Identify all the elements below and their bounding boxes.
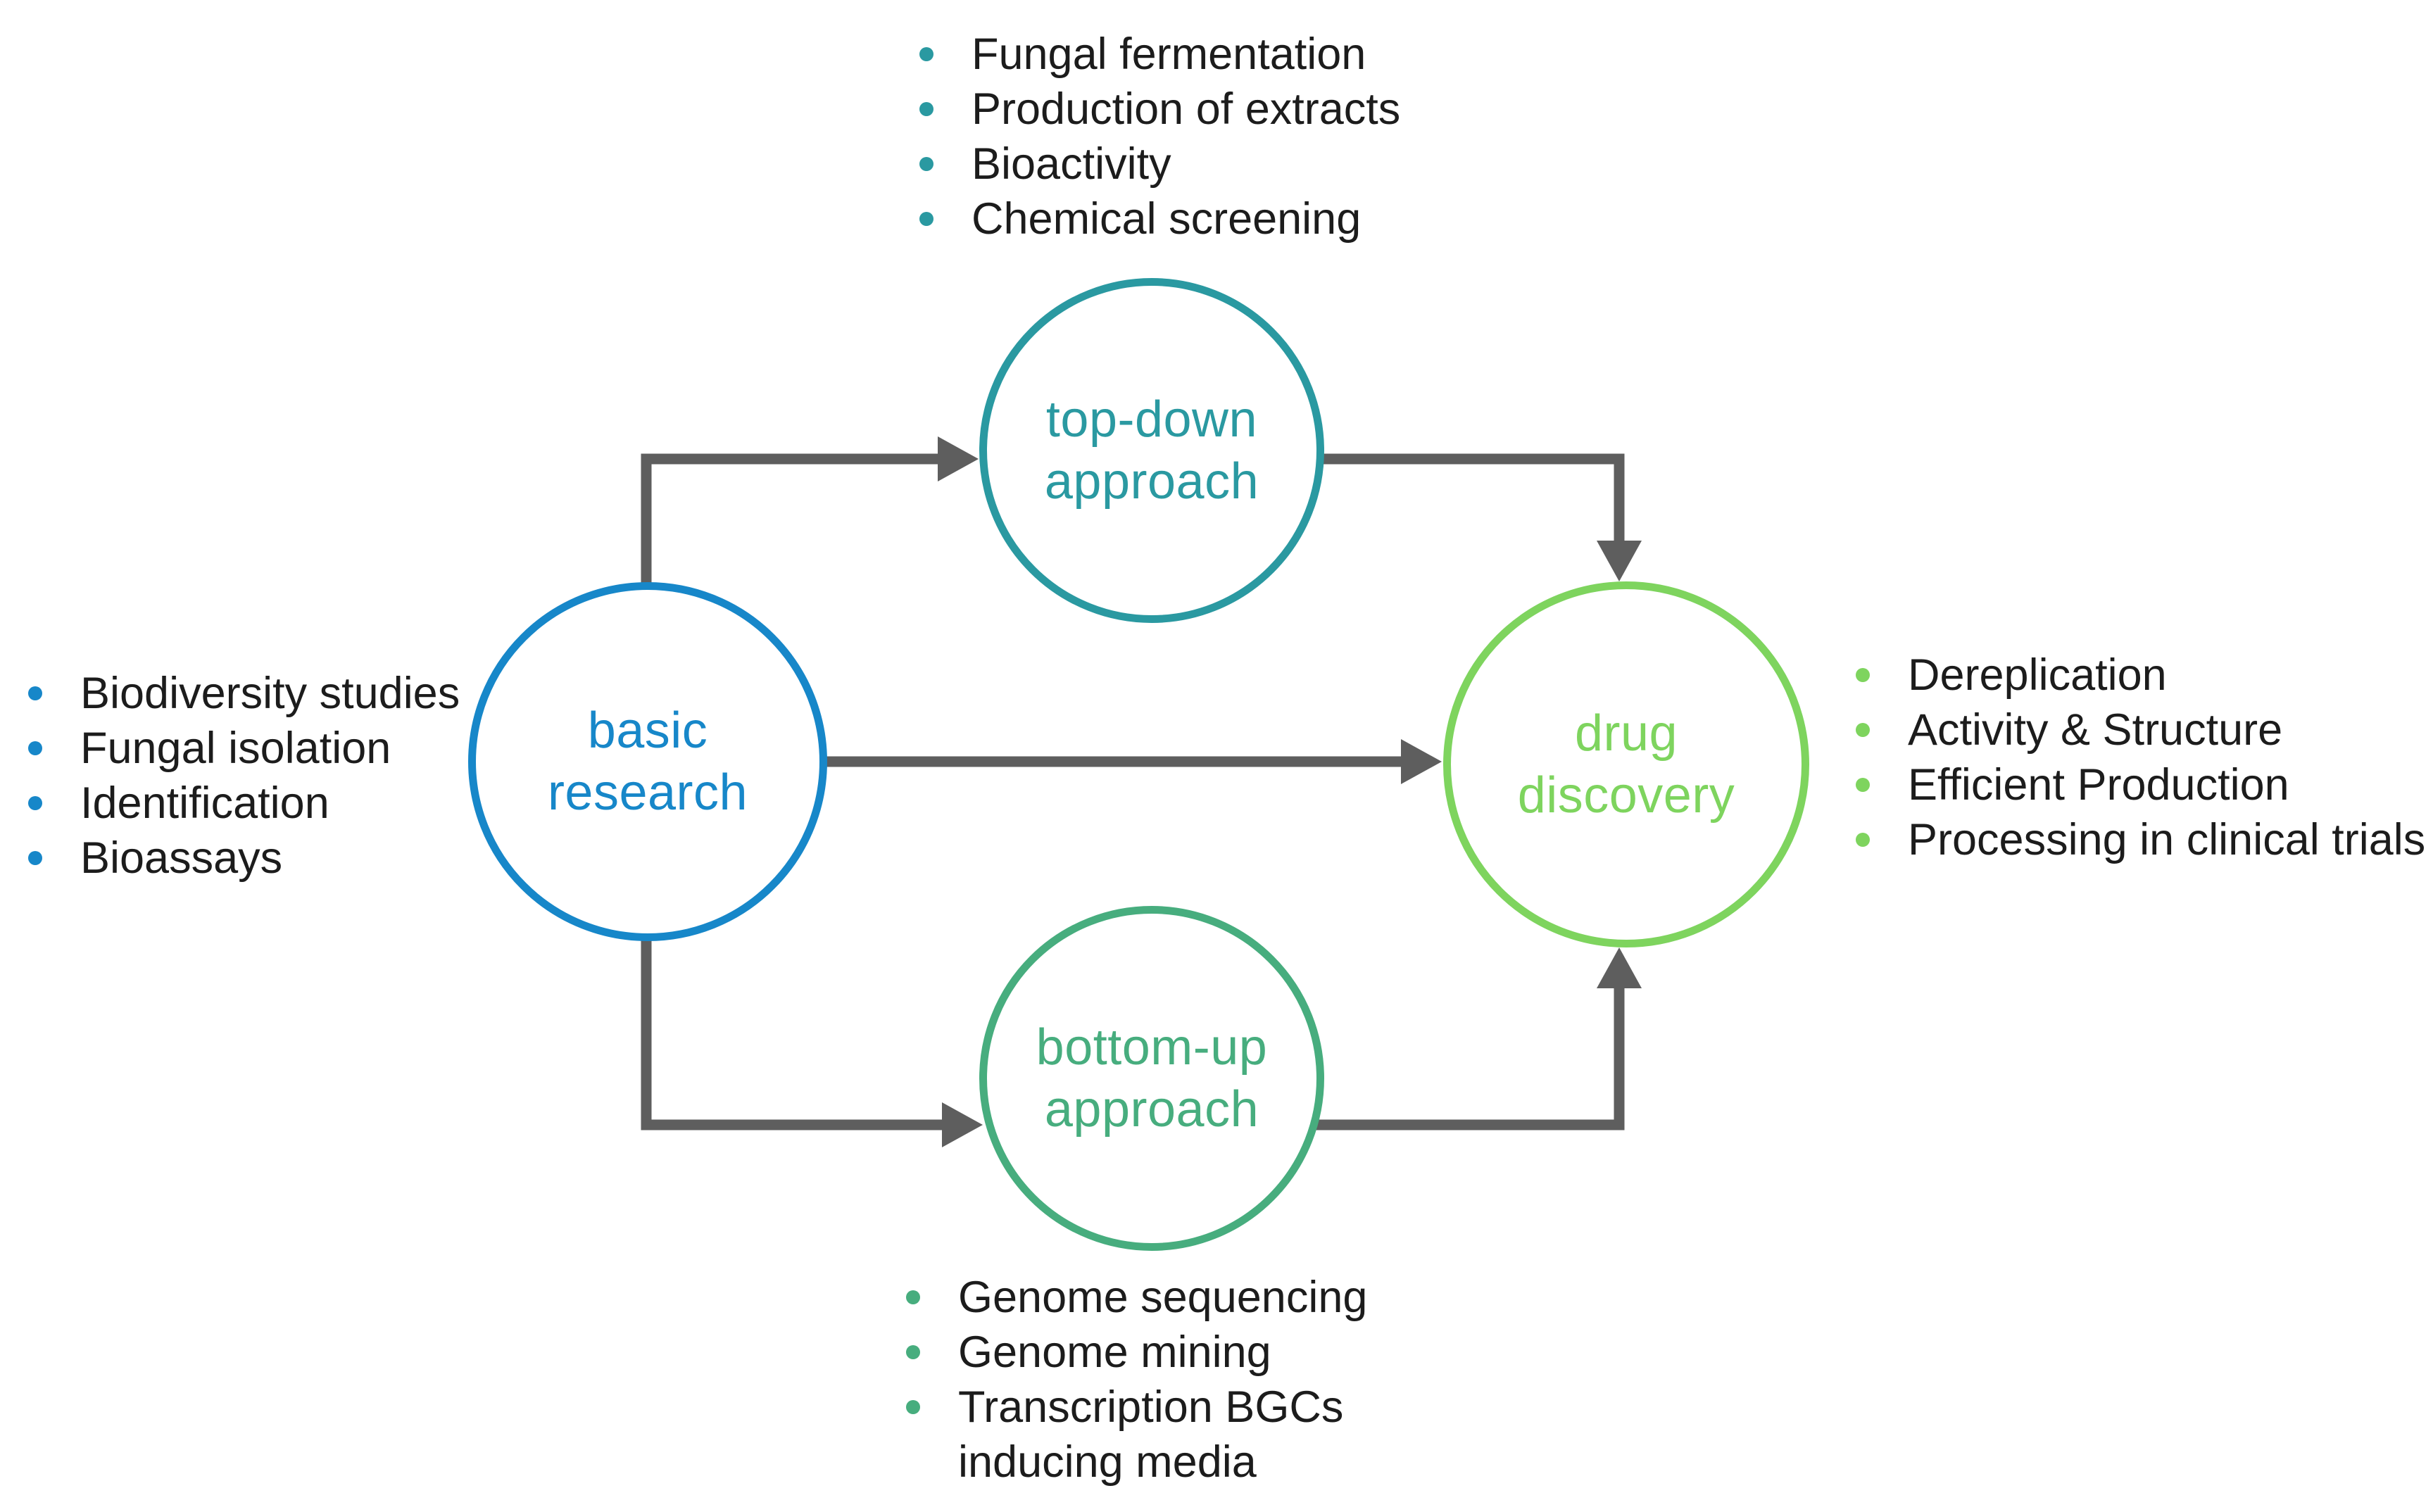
bullet-icon bbox=[28, 686, 42, 700]
arrow-bottomup-to-drug bbox=[1311, 947, 1642, 1130]
bullet-icon bbox=[1856, 833, 1870, 847]
list-item-label: Identification bbox=[80, 779, 329, 828]
bullet-icon bbox=[1856, 778, 1870, 792]
node-bottom-up-approach: bottom-up approach bbox=[979, 906, 1324, 1251]
list-item: Genome sequencing bbox=[906, 1270, 1540, 1325]
bullet-icon bbox=[906, 1290, 920, 1304]
list-item-label: Production of extracts bbox=[972, 84, 1401, 134]
bullet-icon bbox=[906, 1345, 920, 1359]
bullet-icon bbox=[919, 157, 933, 171]
list-item: Transcription BGCs inducing media bbox=[906, 1380, 1540, 1489]
node-top-down-approach: top-down approach bbox=[979, 278, 1324, 623]
list-item: Identification bbox=[28, 776, 563, 831]
bullet-icon bbox=[919, 47, 933, 61]
list-item: Fungal fermentation bbox=[919, 27, 1595, 82]
list-item-label: Fungal isolation bbox=[80, 724, 391, 773]
list-item-label: Chemical screening bbox=[972, 194, 1362, 244]
node-basic-research: basic research bbox=[468, 582, 827, 941]
list-item-label: Dereplication bbox=[1908, 650, 2167, 700]
arrow-basic-to-drug bbox=[820, 739, 1442, 784]
bullet-icon bbox=[28, 851, 42, 865]
bullet-icon bbox=[1856, 723, 1870, 737]
list-item-label: Transcription BGCs inducing media bbox=[958, 1382, 1344, 1487]
node-label-line1: bottom-up bbox=[1036, 1019, 1268, 1076]
node-label-line1: top-down bbox=[1045, 391, 1258, 448]
node-label-line1: drug bbox=[1574, 705, 1678, 762]
arrow-topdown-to-drug bbox=[1318, 453, 1642, 581]
list-item: Bioactivity bbox=[919, 137, 1595, 191]
bullet-icon bbox=[919, 102, 933, 116]
bullet-icon bbox=[28, 741, 42, 755]
node-label-line2: approach bbox=[1044, 453, 1259, 510]
arrow-basic-to-bottomup bbox=[641, 932, 983, 1147]
list-item: Fungal isolation bbox=[28, 721, 563, 776]
list-item-label: Activity & Structure bbox=[1908, 705, 2283, 755]
node-label-line2: research bbox=[547, 764, 748, 821]
list-item: Chemical screening bbox=[919, 191, 1595, 246]
arrow-basic-to-topdown bbox=[641, 436, 979, 591]
list-item: Genome mining bbox=[906, 1325, 1540, 1380]
bullet-icon bbox=[1856, 668, 1870, 682]
list-item: Efficient Production bbox=[1856, 757, 2433, 812]
list-item: Processing in clinical trials bbox=[1856, 812, 2433, 867]
list-item: Biodiversity studies bbox=[28, 666, 563, 721]
bullet-icon bbox=[919, 212, 933, 226]
bullet-icon bbox=[906, 1400, 920, 1414]
list-item-label: Processing in clinical trials bbox=[1908, 815, 2426, 864]
list-item-label: Genome sequencing bbox=[958, 1273, 1368, 1322]
bullet-icon bbox=[28, 796, 42, 810]
node-label-line2: discovery bbox=[1517, 767, 1735, 824]
list-item-label: Efficient Production bbox=[1908, 760, 2289, 809]
list-item: Bioassays bbox=[28, 831, 563, 886]
node-drug-discovery: drug discovery bbox=[1443, 581, 1809, 947]
list-item: Activity & Structure bbox=[1856, 703, 2433, 757]
list-item-label: Biodiversity studies bbox=[80, 669, 460, 718]
list-item: Production of extracts bbox=[919, 82, 1595, 137]
list-item-label: Fungal fermentation bbox=[972, 30, 1366, 79]
node-label-line2: approach bbox=[1044, 1081, 1259, 1138]
list-item-label: Bioactivity bbox=[972, 139, 1171, 189]
node-label-line1: basic bbox=[587, 703, 708, 759]
list-item: Dereplication bbox=[1856, 648, 2433, 703]
list-item-label: Bioassays bbox=[80, 833, 283, 883]
list-item-label: Genome mining bbox=[958, 1328, 1271, 1377]
